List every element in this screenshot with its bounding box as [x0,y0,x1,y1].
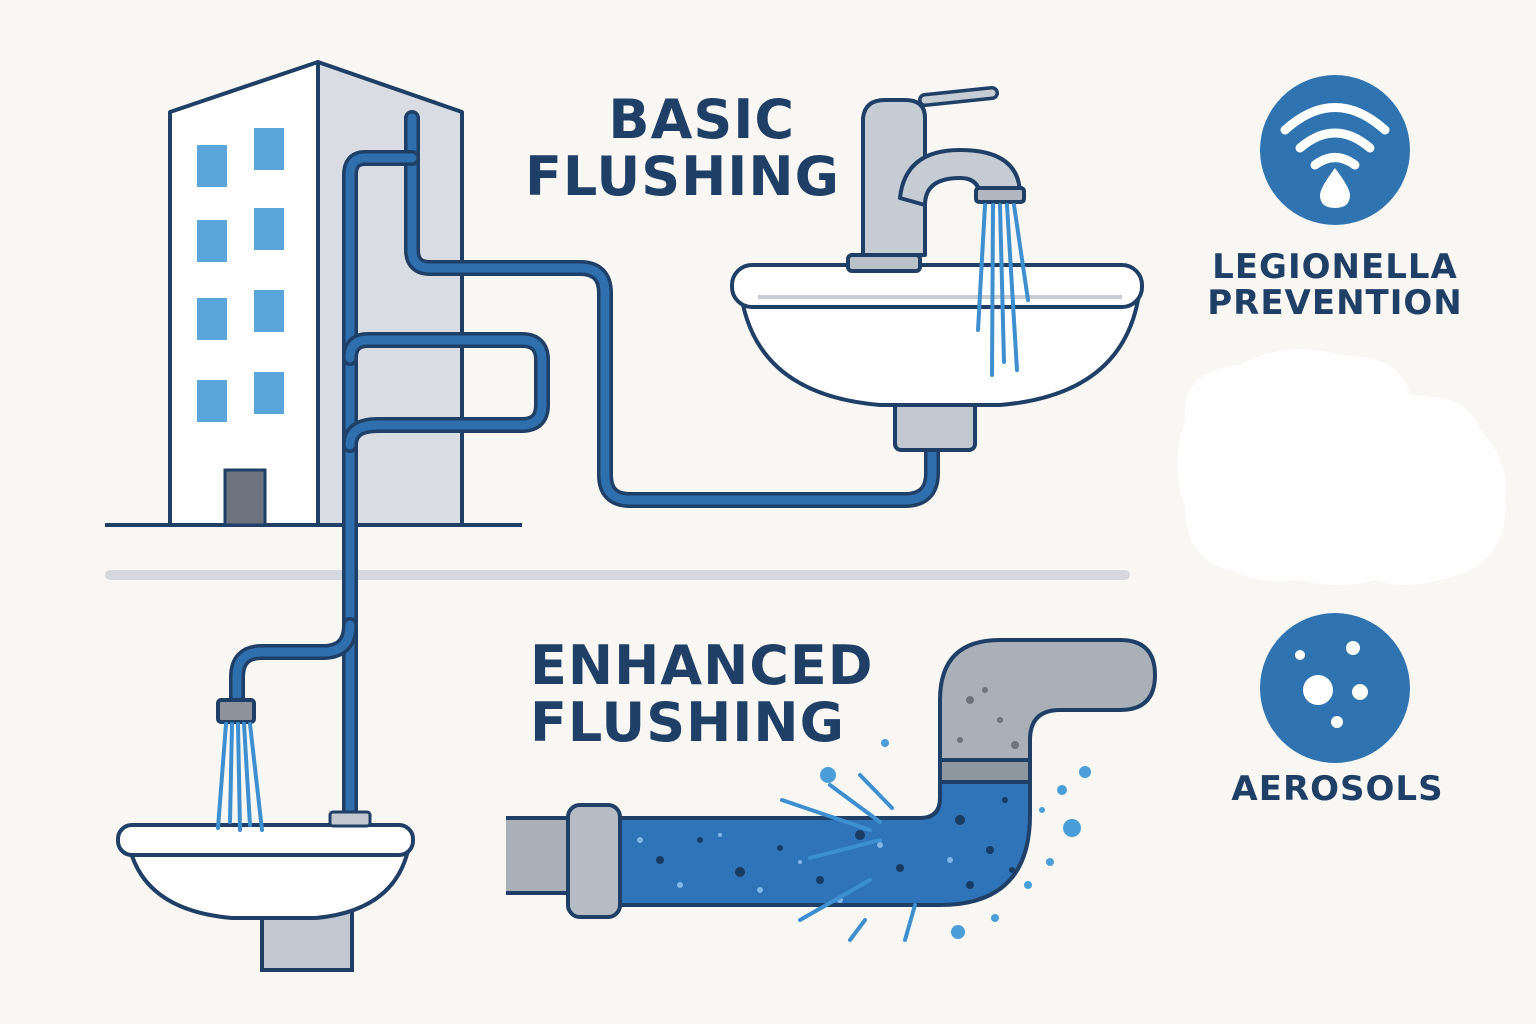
wifi-drop-icon [1260,75,1410,225]
basic-line2: FLUSHING [525,144,840,208]
upper-water-stream [976,203,1030,377]
legionella-line2: PREVENTION [1207,282,1463,323]
legionella-line1: LEGIONELLA [1212,247,1458,287]
section-divider [105,570,1130,580]
enhanced-line2: FLUSHING [530,690,845,754]
aerosols-text: AEROSOLS [1231,769,1444,809]
pipe-network [229,110,940,823]
upper-faucet [846,86,1026,273]
basic-line1: BASIC [608,88,795,151]
water-splash [780,739,1091,942]
blank-cloud [1177,349,1506,585]
upper-sink [730,263,1144,452]
basic-flushing-label: BASIC FLUSHING [525,88,840,208]
enhanced-pipe [506,638,1157,919]
lower-water-stream [216,722,264,832]
enhanced-flushing-label: ENHANCED FLUSHING [530,634,874,754]
building-door [223,468,267,527]
enhanced-line1: ENHANCED [530,634,874,697]
bubbles-icon [1260,613,1410,763]
lower-sink [116,698,415,972]
aerosols-label: AEROSOLS [1200,769,1475,809]
legionella-prevention-label: LEGIONELLA PREVENTION [1200,247,1470,323]
